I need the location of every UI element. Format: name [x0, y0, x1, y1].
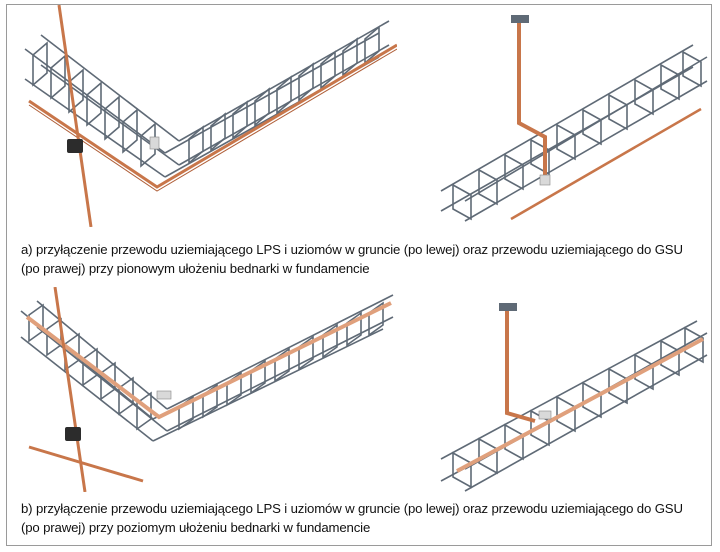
copper-strip	[25, 301, 392, 483]
rebar-cage	[24, 20, 390, 178]
connector	[539, 174, 551, 186]
downlead	[511, 15, 547, 177]
earth-rod	[53, 287, 87, 492]
illustration-panel-a	[7, 5, 711, 227]
caption-a: a) przyłączenie przewodu uziemiającego L…	[21, 240, 701, 278]
illustration-panel-b	[7, 287, 711, 492]
earth-rod	[57, 5, 93, 227]
rebar-cage	[20, 294, 394, 442]
cage-corner-illustration-b	[20, 287, 394, 492]
caption-b-line2: (po prawej) przy poziomym ułożeniu bedna…	[21, 520, 371, 535]
caption-b: b) przyłączenie przewodu uziemiającego L…	[21, 499, 701, 537]
clamp	[67, 139, 83, 153]
connector	[149, 136, 160, 150]
downlead	[499, 303, 536, 423]
cage-corner-illustration-a	[24, 5, 397, 227]
caption-a-line2: (po prawej) przy pionowym ułożeniu bedna…	[21, 261, 370, 276]
connector	[156, 390, 172, 400]
clamp	[65, 427, 81, 441]
connector	[538, 410, 552, 420]
cage-straight-illustration-b	[440, 303, 708, 492]
copper-strip	[456, 337, 704, 473]
figure-frame: a) przyłączenie przewodu uziemiającego L…	[6, 4, 712, 546]
caption-a-line1: a) przyłączenie przewodu uziemiającego L…	[21, 242, 683, 257]
copper-strip	[28, 43, 397, 192]
rebar-cage	[440, 44, 708, 222]
copper-strip	[510, 107, 702, 221]
caption-b-line1: b) przyłączenie przewodu uziemiającego L…	[21, 501, 683, 516]
cage-straight-illustration-a	[440, 15, 708, 222]
